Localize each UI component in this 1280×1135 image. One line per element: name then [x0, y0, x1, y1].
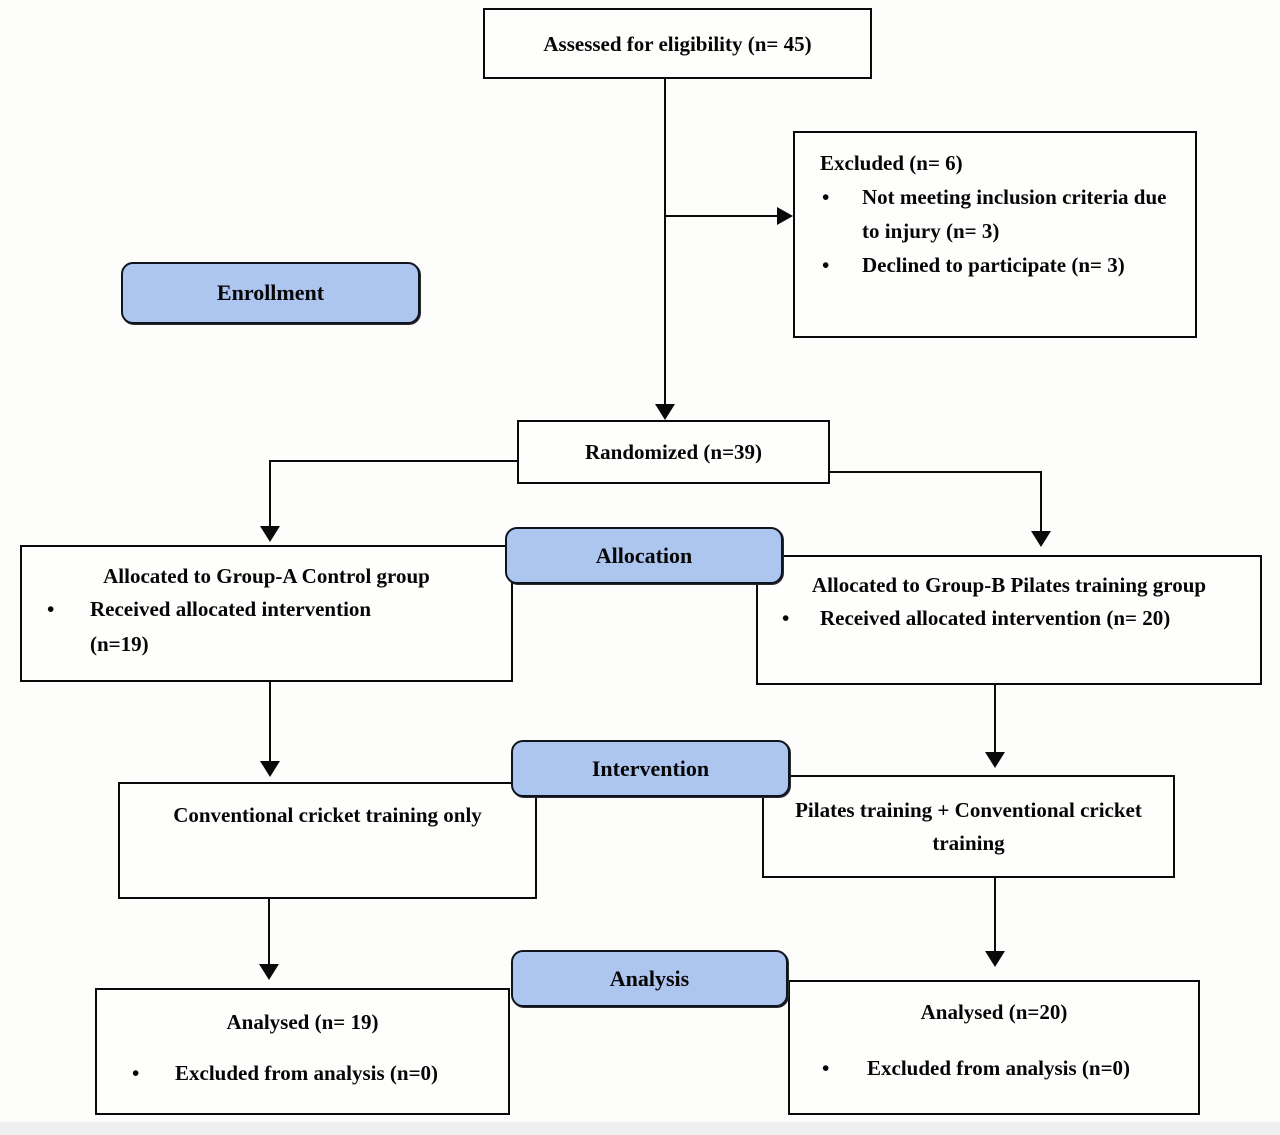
allocation-group-a-bullet-row: • Received allocated intervention (n=19): [22, 592, 511, 662]
excluded-title: Excluded (n= 6): [820, 151, 963, 175]
analysed-right-bullet-row: • Excluded from analysis (n=0): [790, 1053, 1198, 1083]
analysed-left-bullet-row: • Excluded from analysis (n=0): [97, 1058, 508, 1088]
arrowhead-down-analysis-right: [985, 951, 1005, 967]
connector-interv-right-to-analysis: [994, 878, 996, 952]
assessed-eligibility-text: Assessed for eligibility (n= 45): [543, 31, 812, 56]
bullet-icon: •: [822, 1056, 830, 1080]
assessed-eligibility-box: Assessed for eligibility (n= 45): [483, 8, 872, 79]
connector-randomized-right-horizontal: [830, 471, 1042, 473]
analysed-right-bullet: Excluded from analysis (n=0): [867, 1056, 1131, 1080]
intervention-right-text: Pilates training + Conventional cricket …: [795, 798, 1142, 855]
connector-alloc-right-to-interv: [994, 685, 996, 753]
allocation-group-a-bullet: Received allocated intervention (n=19): [90, 597, 372, 656]
connector-branch-excluded: [665, 215, 779, 217]
enrollment-label-text: Enrollment: [216, 280, 325, 305]
arrowhead-down-alloc-left: [260, 526, 280, 542]
bullet-icon: •: [47, 597, 55, 621]
excluded-bullet-2: Declined to participate (n= 3): [862, 253, 1125, 277]
allocation-group-b-bullet: Received allocated intervention (n= 20): [820, 606, 1171, 630]
intervention-left-text: Conventional cricket training only: [173, 803, 482, 827]
analysed-left-bullet: Excluded from analysis (n=0): [175, 1061, 439, 1085]
analysed-right-title: Analysed (n=20): [920, 1000, 1068, 1024]
connector-randomized-left-vertical: [269, 460, 271, 527]
connector-interv-left-to-analysis: [268, 899, 270, 965]
allocation-group-b-box: Allocated to Group-B Pilates training gr…: [756, 555, 1262, 685]
allocation-label-text: Allocation: [595, 542, 693, 568]
randomized-box: Randomized (n=39): [517, 420, 830, 484]
bottom-strip: [0, 1122, 1280, 1135]
stage-label-analysis: Analysis: [511, 950, 788, 1007]
bullet-icon: •: [782, 606, 790, 630]
excluded-bullet-1: Not meeting inclusion criteria due to in…: [862, 185, 1167, 243]
bullet-icon: •: [822, 185, 830, 209]
bullet-icon: •: [822, 253, 830, 277]
arrowhead-down-alloc-right: [1031, 531, 1051, 547]
allocation-group-b-title: Allocated to Group-B Pilates training gr…: [811, 573, 1207, 597]
allocation-group-b-bullet-row: • Received allocated intervention (n= 20…: [758, 601, 1260, 636]
arrowhead-down-interv-right: [985, 752, 1005, 768]
analysed-left-title: Analysed (n= 19): [226, 1010, 379, 1034]
connector-randomized-right-vertical: [1040, 471, 1042, 532]
arrowhead-right-excluded: [777, 207, 793, 225]
connector-randomized-left-horizontal: [270, 460, 517, 462]
stage-label-intervention: Intervention: [511, 740, 790, 797]
arrowhead-down-analysis-left: [259, 964, 279, 980]
analysis-label-text: Analysis: [609, 965, 690, 991]
stage-label-allocation: Allocation: [505, 527, 783, 584]
arrowhead-down-randomized: [655, 404, 675, 420]
allocation-group-a-title: Allocated to Group-A Control group: [103, 564, 430, 588]
allocation-group-a-box: Allocated to Group-A Control group • Rec…: [20, 545, 513, 682]
connector-alloc-left-to-interv: [269, 682, 271, 762]
arrowhead-down-interv-left: [260, 761, 280, 777]
randomized-text: Randomized (n=39): [584, 440, 763, 464]
excluded-bullet-row-2: • Declined to participate (n= 3): [820, 248, 1185, 282]
analysed-right-box: Analysed (n=20) • Excluded from analysis…: [788, 980, 1200, 1115]
intervention-label-text: Intervention: [591, 755, 710, 781]
stage-label-enrollment: Enrollment: [121, 262, 420, 324]
bullet-icon: •: [132, 1061, 140, 1085]
intervention-right-box: Pilates training + Conventional cricket …: [762, 775, 1175, 878]
connector-assessed-to-randomized: [664, 79, 666, 405]
excluded-box: Excluded (n= 6) • Not meeting inclusion …: [793, 131, 1197, 338]
excluded-bullet-row-1: • Not meeting inclusion criteria due to …: [820, 180, 1185, 248]
analysed-left-box: Analysed (n= 19) • Excluded from analysi…: [95, 988, 510, 1115]
intervention-left-box: Conventional cricket training only: [118, 782, 537, 899]
